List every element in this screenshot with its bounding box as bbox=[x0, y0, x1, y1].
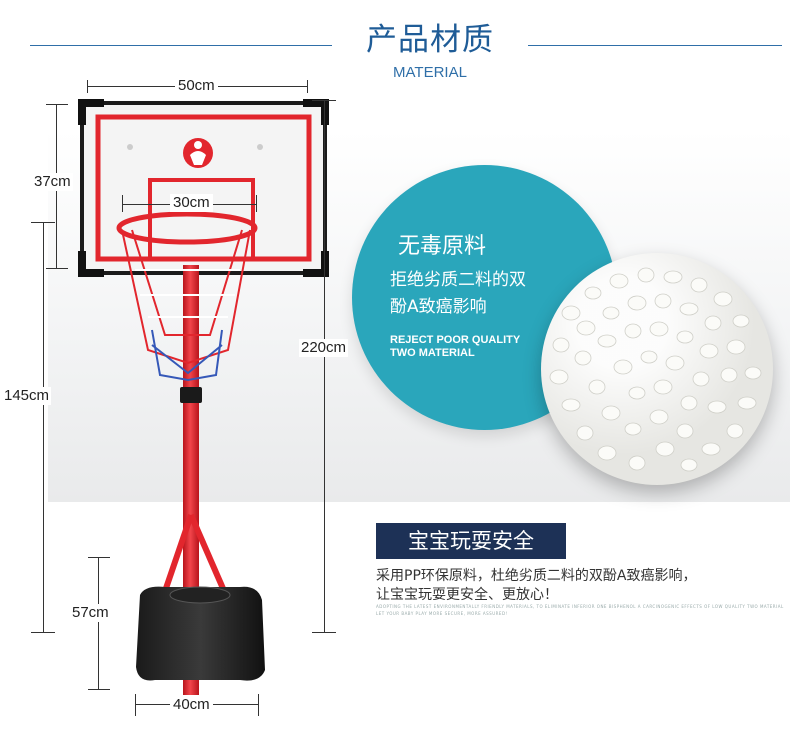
safety-line-1: 采用PP环保原料，杜绝劣质二料的双酚A致癌影响， bbox=[376, 568, 697, 584]
dim-total-height-tick-bottom bbox=[312, 632, 336, 633]
material-line-1: 拒绝劣质二料的双 bbox=[390, 270, 526, 290]
safety-line-2: 让宝宝玩耍更安全、更放心！ bbox=[376, 587, 558, 603]
dim-hoop-width-tick-left bbox=[122, 195, 123, 212]
page-subtitle: MATERIAL bbox=[393, 64, 467, 81]
material-en-line-1: REJECT POOR QUALITY bbox=[390, 334, 521, 346]
dim-pole-height-tick-bottom bbox=[31, 632, 55, 633]
brand-logo-icon bbox=[183, 138, 213, 168]
dim-base-height-label: 57cm bbox=[70, 604, 111, 622]
dim-hoop-width-tick-right bbox=[256, 195, 257, 212]
dim-pole-height-label: 145cm bbox=[2, 387, 52, 405]
safety-fine-print-2: LET YOUR BABY PLAY MORE SECURE, MORE ASS… bbox=[376, 611, 508, 616]
safety-title-box: 宝宝玩耍安全 bbox=[376, 523, 566, 559]
dim-base-width-tick-right bbox=[258, 694, 259, 716]
dim-board-height-tick-top bbox=[46, 104, 68, 105]
basketball-stand-image bbox=[78, 99, 329, 695]
pp-granules-image bbox=[541, 253, 773, 485]
page-title: 产品材质 bbox=[366, 22, 494, 58]
dim-total-height-line bbox=[324, 100, 325, 632]
dim-total-height-label: 220cm bbox=[299, 339, 349, 357]
dim-base-height-tick-top bbox=[88, 557, 110, 558]
header-divider-left bbox=[30, 45, 332, 46]
dim-hoop-width-label: 30cm bbox=[170, 194, 213, 212]
material-en-line-2: TWO MATERIAL bbox=[390, 347, 475, 359]
safety-fine-print-1: ADOPTING THE LATEST ENVIRONMENTALLY FRIE… bbox=[376, 604, 784, 609]
material-title: 无毒原料 bbox=[398, 234, 487, 259]
dim-total-height-tick-top bbox=[312, 100, 336, 101]
dim-board-width-tick-right bbox=[307, 80, 308, 93]
dim-pole-height-tick-top bbox=[31, 222, 55, 223]
granules-texture bbox=[549, 267, 762, 472]
dim-pole-height-line bbox=[43, 222, 44, 632]
dim-board-height-tick-bottom bbox=[46, 268, 68, 269]
dim-base-height-line bbox=[98, 557, 99, 689]
dim-base-width-tick-left bbox=[135, 694, 136, 716]
dim-board-height-label: 37cm bbox=[32, 173, 73, 191]
material-line-2: 酚A致癌影响 bbox=[390, 297, 487, 317]
dim-board-width-tick-left bbox=[87, 80, 88, 93]
header-divider-right bbox=[528, 45, 782, 46]
dim-base-width-label: 40cm bbox=[170, 696, 213, 714]
dim-board-width-label: 50cm bbox=[175, 77, 218, 95]
dim-base-height-tick-bottom bbox=[88, 689, 110, 690]
